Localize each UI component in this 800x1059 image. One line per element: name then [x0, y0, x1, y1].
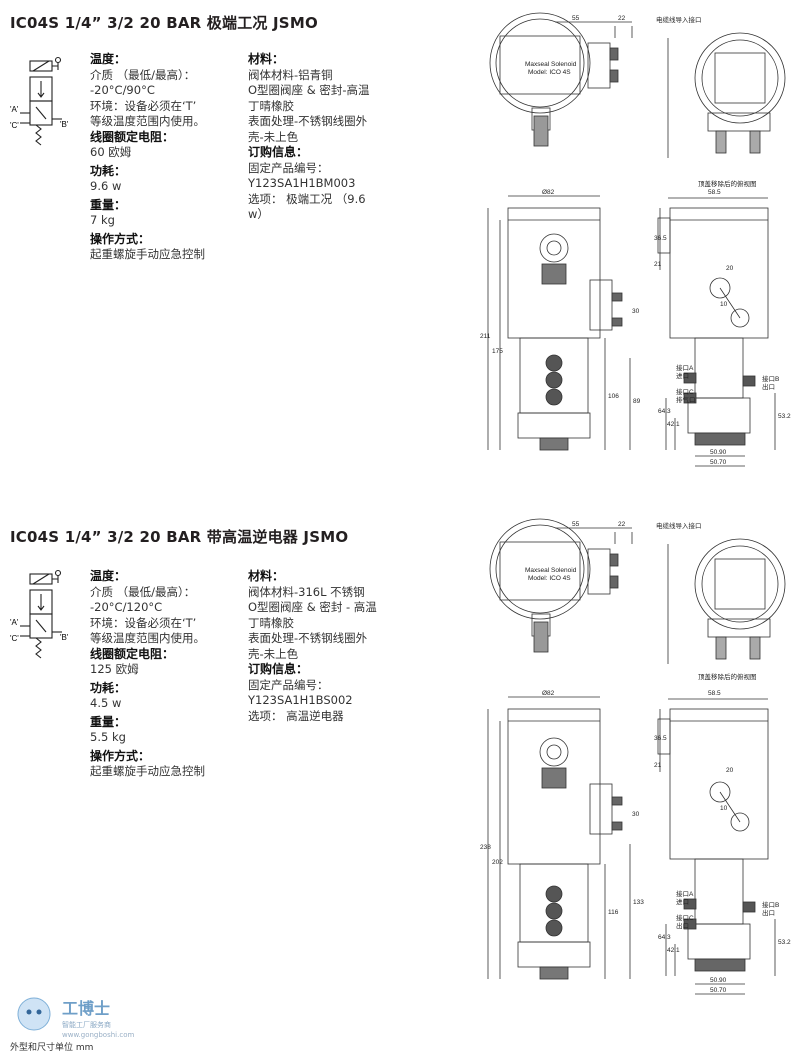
svg-text:Ø82: Ø82 [542, 690, 555, 697]
svg-text:133: 133 [633, 899, 644, 906]
svg-text:Model: ICO 4S: Model: ICO 4S [528, 575, 571, 582]
svg-text:30: 30 [632, 811, 640, 818]
technical-drawing-1: Maxseal Solenoid Model: ICO 4S 55 22 电缆线… [480, 12, 791, 467]
svg-text:接口A: 接口A [676, 889, 694, 898]
material-label: 材料： [248, 52, 285, 66]
svg-text:出口: 出口 [676, 921, 689, 930]
svg-text:接口B: 接口B [762, 374, 779, 383]
svg-text:进口: 进口 [676, 372, 689, 380]
svg-text:202: 202 [492, 859, 503, 866]
svg-text:智能工厂服务商: 智能工厂服务商 [62, 1020, 111, 1029]
svg-text:出口: 出口 [762, 908, 775, 917]
svg-text:Model: ICO 4S: Model: ICO 4S [528, 69, 571, 76]
svg-text:电缆线导入接口: 电缆线导入接口 [656, 521, 702, 530]
port-b-label: 'B' [60, 633, 69, 642]
svg-text:64.3: 64.3 [658, 934, 671, 941]
svg-text:42.1: 42.1 [667, 421, 680, 428]
port-a-label: 'A' [10, 618, 19, 627]
svg-text:36.5: 36.5 [654, 735, 667, 742]
operation-label: 操作方式： [90, 748, 151, 763]
svg-text:175: 175 [492, 348, 503, 355]
svg-text:58.5: 58.5 [708, 690, 721, 697]
svg-text:50.90: 50.90 [710, 449, 727, 456]
svg-text:顶盖移除后的俯视图: 顶盖移除后的俯视图 [698, 179, 757, 188]
section-1-title: IC04S 1/4” 3/2 20 BAR 极端工况 JSMO [10, 14, 318, 32]
cover-view [694, 32, 786, 124]
robot-logo-icon [17, 997, 51, 1031]
weight-label: 重量： [90, 197, 127, 212]
spec-right-1: 材料： 阀体材料-铝青铜 O型圈阀座 & 密封-高温 丁晴橡胶 表面处理-不锈钢… [248, 52, 398, 223]
brand-label: Maxseal Solenoid [525, 61, 577, 68]
svg-text:42.1: 42.1 [667, 947, 680, 954]
svg-text:50.70: 50.70 [710, 987, 727, 994]
svg-text:进口: 进口 [676, 898, 689, 906]
power-label: 功耗： [90, 163, 127, 178]
footer-note: 外型和尺寸单位 mm [10, 1043, 94, 1053]
svg-text:211: 211 [480, 333, 491, 340]
svg-text:接口C: 接口C [676, 387, 694, 396]
svg-text:22: 22 [618, 521, 626, 528]
side-body [669, 708, 769, 860]
temp-label: 温度： [90, 52, 127, 66]
svg-text:10: 10 [720, 805, 728, 812]
svg-text:22: 22 [618, 15, 626, 22]
svg-text:36.5: 36.5 [654, 235, 667, 242]
svg-text:50.90: 50.90 [710, 977, 727, 984]
svg-text:Ø82: Ø82 [542, 189, 555, 196]
svg-text:接口B: 接口B [762, 900, 779, 909]
order-label: 订购信息： [248, 662, 309, 676]
svg-text:89: 89 [633, 398, 641, 405]
svg-text:20: 20 [726, 767, 734, 774]
svg-text:排气口: 排气口 [676, 395, 696, 404]
port-c-label: 'C' [10, 121, 19, 130]
svg-text:238: 238 [480, 844, 491, 851]
watermark: 工博士 智能工厂服务商 www.gongboshi.com [12, 992, 192, 1046]
spec-left-2: 温度： 介质 （最低/最高）： -20°C/120°C 环境：设备必须在‘T’ … [90, 569, 240, 780]
svg-text:出口: 出口 [762, 382, 775, 391]
svg-text:53.2: 53.2 [778, 939, 791, 946]
brand-label: Maxseal Solenoid [525, 567, 577, 574]
svg-text:50.70: 50.70 [710, 459, 727, 466]
coil-label: 线圈额定电阻： [90, 646, 175, 661]
spec-right-2: 材料： 阀体材料-316L 不锈钢 O型圈阀座 & 密封 - 高温 丁晴橡胶 表… [248, 569, 398, 724]
svg-text:10: 10 [720, 301, 728, 308]
temp-label: 温度： [90, 569, 127, 583]
svg-text:58.5: 58.5 [708, 189, 721, 196]
port-c-label: 'C' [10, 634, 19, 643]
svg-text:30: 30 [632, 308, 640, 315]
port-b-label: 'B' [60, 120, 69, 129]
technical-drawing-2: Maxseal Solenoid Model: ICO 4S 55 22 电缆线… [480, 518, 791, 995]
section-2-title: IC04S 1/4” 3/2 20 BAR 带高温逆电器 JSMO [10, 528, 349, 546]
spec-left-1: 温度： 介质 （最低/最高）： -20°C/90°C 环境：设备必须在‘T’ 等… [90, 52, 240, 263]
svg-text:53.2: 53.2 [778, 413, 791, 420]
svg-text:21: 21 [654, 261, 662, 268]
side-body [669, 207, 769, 339]
operation-label: 操作方式： [90, 231, 151, 246]
svg-text:21: 21 [654, 762, 662, 769]
svg-text:顶盖移除后的俯视图: 顶盖移除后的俯视图 [698, 672, 757, 681]
svg-text:电缆线导入接口: 电缆线导入接口 [656, 15, 702, 24]
valve-symbol-2: 'A' 'C' 'B' [10, 569, 69, 659]
coil-label: 线圈额定电阻： [90, 129, 175, 144]
svg-text:20: 20 [726, 265, 734, 272]
cover-view [694, 538, 786, 630]
svg-text:www.gongboshi.com: www.gongboshi.com [62, 1031, 134, 1039]
svg-text:116: 116 [608, 909, 619, 916]
watermark-brand: 工博士 [62, 999, 110, 1018]
svg-text:55: 55 [572, 521, 580, 528]
svg-text:接口C: 接口C [676, 913, 694, 922]
weight-label: 重量： [90, 714, 127, 729]
valve-symbol-1: 'A' 'C' 'B' [10, 56, 69, 146]
svg-text:64.3: 64.3 [658, 408, 671, 415]
top-view-housing [489, 518, 591, 620]
order-label: 订购信息： [248, 145, 309, 159]
svg-text:106: 106 [608, 393, 619, 400]
svg-text:接口A: 接口A [676, 363, 694, 372]
port-a-label: 'A' [10, 105, 19, 114]
material-label: 材料： [248, 569, 285, 583]
top-view-housing [489, 12, 591, 114]
svg-text:55: 55 [572, 15, 580, 22]
power-label: 功耗： [90, 680, 127, 695]
